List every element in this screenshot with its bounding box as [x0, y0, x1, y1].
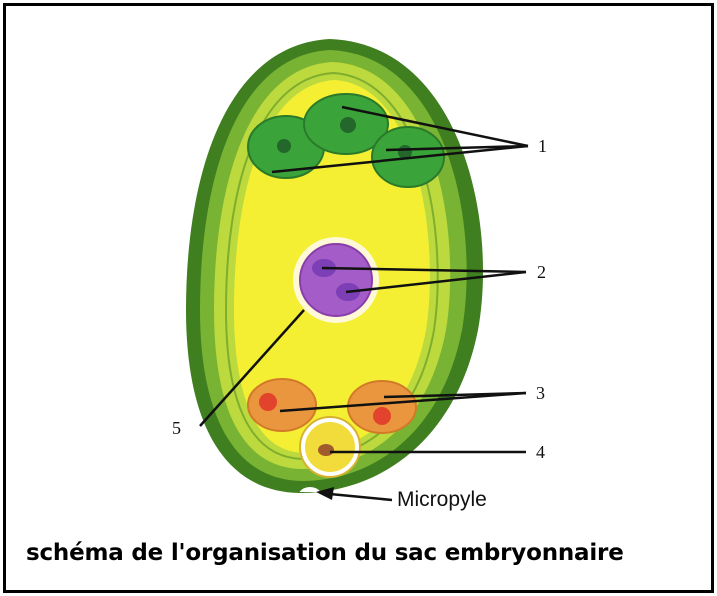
micropyle-arrow-line — [330, 494, 392, 500]
egg-nucleus — [318, 444, 334, 456]
micropyle-label: Micropyle — [397, 488, 487, 511]
central-cell-body — [300, 244, 372, 316]
egg-cell — [300, 417, 360, 477]
synergid-nucleus-right — [373, 407, 391, 425]
central-cell — [293, 237, 379, 323]
antipodal-nucleus-middle — [340, 117, 356, 133]
figure-caption: schéma de l'organisation du sac embryonn… — [26, 540, 706, 566]
label-3: 3 — [536, 383, 545, 403]
antipodal-nucleus-left — [277, 139, 291, 153]
label-1: 1 — [538, 136, 547, 156]
label-4: 4 — [536, 442, 545, 462]
synergid-left — [248, 379, 316, 431]
label-5: 5 — [172, 418, 181, 438]
label-2: 2 — [537, 262, 546, 282]
synergid-nucleus-left — [259, 393, 277, 411]
